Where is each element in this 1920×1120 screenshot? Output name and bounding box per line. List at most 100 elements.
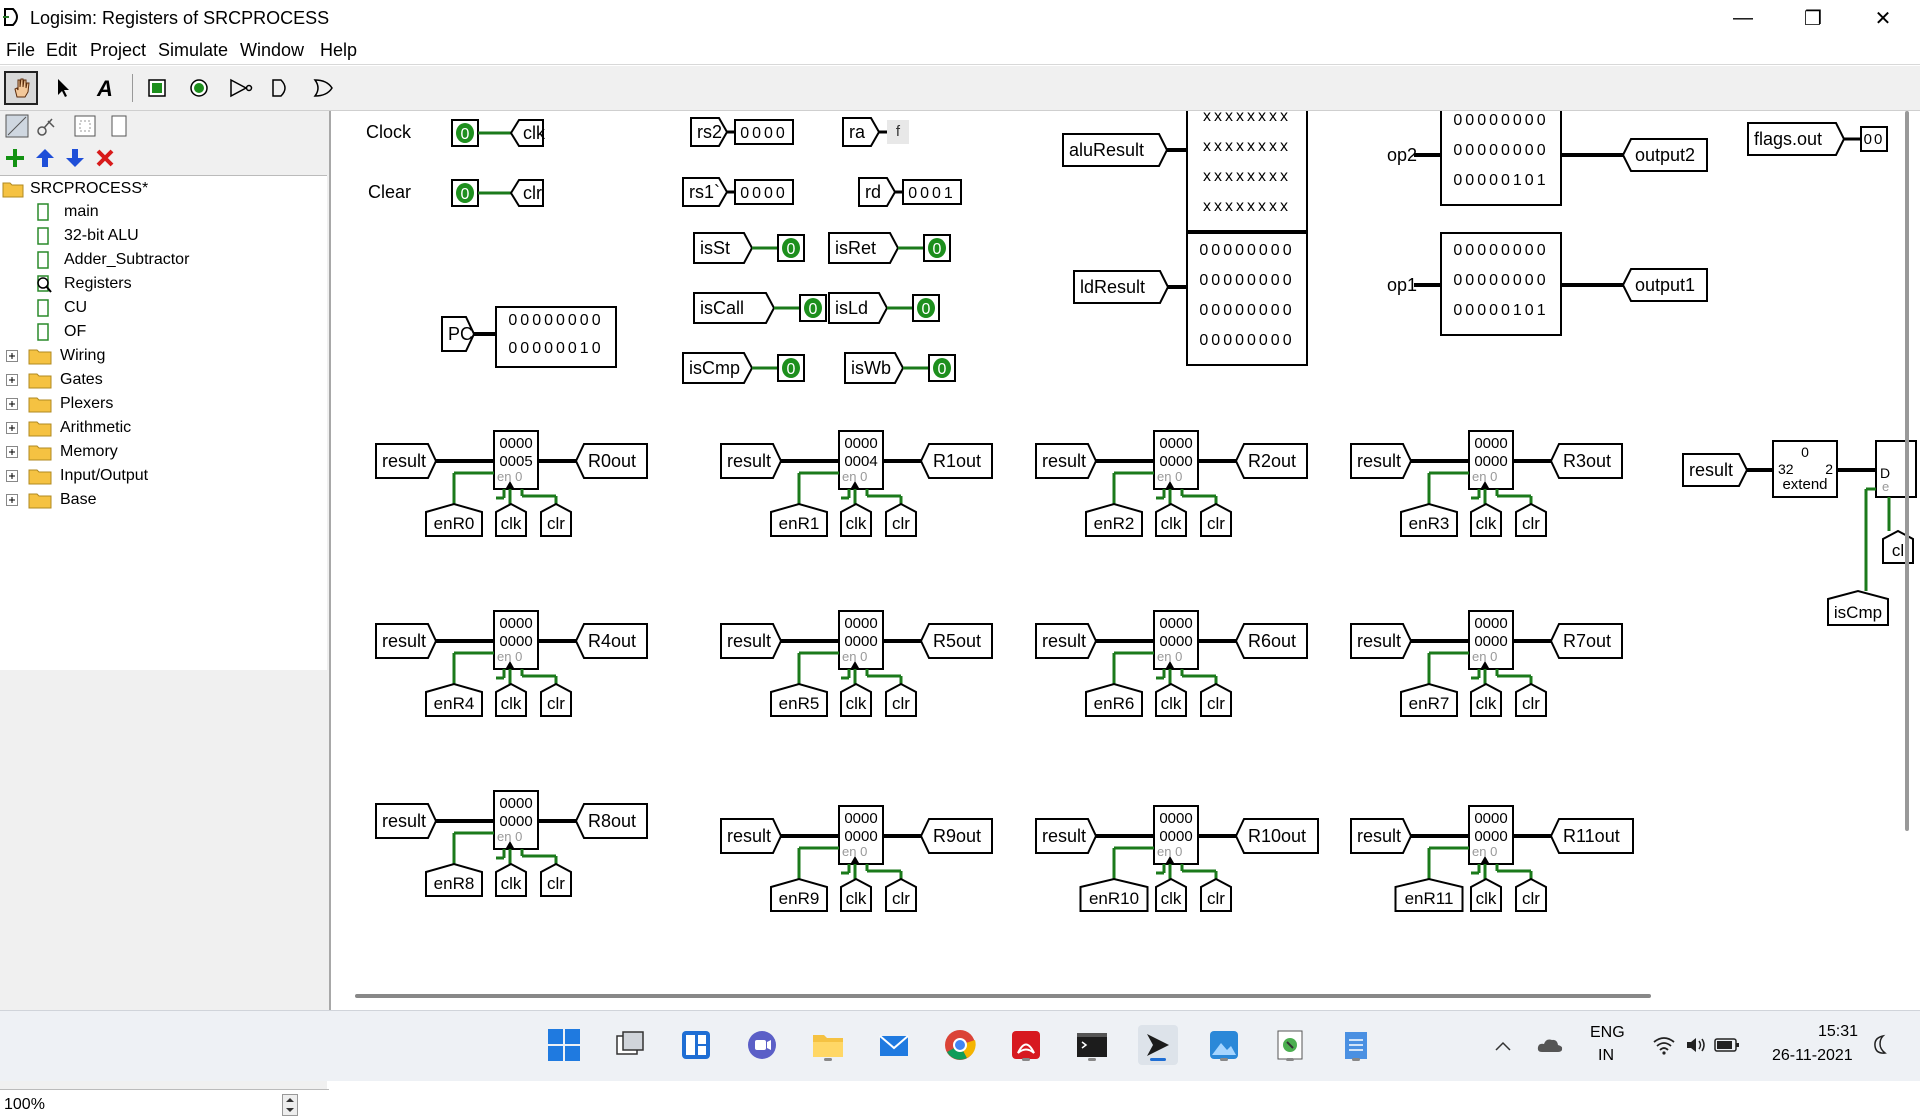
ld-result-tunnel[interactable]	[1073, 270, 1170, 304]
register-9-clk-tunnel[interactable]	[840, 877, 872, 912]
output-pin-tool-button[interactable]	[182, 71, 216, 105]
input-pin-tool-button[interactable]	[140, 71, 174, 105]
register-10-en-tunnel[interactable]	[1079, 877, 1149, 912]
expand-plus-icon[interactable]	[6, 374, 18, 386]
notification-moon-icon[interactable]	[1868, 1033, 1892, 1057]
led-tunnel-iscall[interactable]	[693, 292, 776, 324]
expand-plus-icon[interactable]	[6, 446, 18, 458]
register-8-box[interactable]	[493, 790, 539, 850]
menu-window[interactable]: Window	[240, 40, 305, 60]
maximize-button[interactable]: ❐	[1804, 7, 1822, 30]
register-9-out-tunnel[interactable]	[919, 818, 993, 854]
poke-tool-button[interactable]	[4, 71, 38, 105]
register-9-in-tunnel[interactable]	[720, 818, 783, 854]
show-simulation-tree-icon[interactable]	[34, 113, 60, 139]
register-2-clk-tunnel[interactable]	[1155, 502, 1187, 537]
register-6-in-tunnel[interactable]	[1035, 623, 1098, 659]
register-4-out-tunnel[interactable]	[574, 623, 648, 659]
probe-tunnel-1[interactable]	[682, 177, 729, 207]
widgets-button[interactable]	[676, 1025, 716, 1065]
register-8-clr-tunnel[interactable]	[540, 862, 572, 897]
clock-date[interactable]: 26-11-2021	[1772, 1047, 1853, 1064]
register-0-in-tunnel[interactable]	[375, 443, 438, 479]
text-tool-button[interactable]: A	[88, 71, 122, 105]
not-gate-tool-button[interactable]	[224, 71, 258, 105]
register-7-box[interactable]	[1468, 610, 1514, 670]
expand-plus-icon[interactable]	[6, 350, 18, 362]
iscmp-tunnel[interactable]	[1827, 589, 1889, 626]
flags-tunnel[interactable]	[1747, 122, 1846, 156]
menu-project[interactable]: Project	[90, 40, 147, 60]
register-9-clr-tunnel[interactable]	[885, 877, 917, 912]
clock-time[interactable]: 15:31	[1818, 1023, 1859, 1040]
register-7-clk-tunnel[interactable]	[1470, 682, 1502, 717]
register-1-en-tunnel[interactable]	[770, 502, 828, 537]
op2-output-tunnel[interactable]	[1621, 138, 1708, 172]
register-0-en-tunnel[interactable]	[425, 502, 483, 537]
terminal-button[interactable]	[1072, 1025, 1112, 1065]
register-8-clk-tunnel[interactable]	[495, 862, 527, 897]
register-5-box[interactable]	[838, 610, 884, 670]
horizontal-scroll-thumb[interactable]	[355, 994, 1651, 998]
register-3-clr-tunnel[interactable]	[1515, 502, 1547, 537]
chrome-button[interactable]	[940, 1025, 980, 1065]
tree-root-project[interactable]: SRCPROCESS*	[30, 180, 149, 197]
expand-plus-icon[interactable]	[6, 398, 18, 410]
led-tunnel-iswb[interactable]	[844, 352, 905, 384]
expand-plus-icon[interactable]	[6, 494, 18, 506]
register-9-box[interactable]	[838, 805, 884, 865]
register-11-clr-tunnel[interactable]	[1515, 877, 1547, 912]
move-up-icon[interactable]	[34, 147, 56, 169]
menu-edit[interactable]: Edit	[46, 40, 78, 60]
register-1-in-tunnel[interactable]	[720, 443, 783, 479]
register-10-out-tunnel[interactable]	[1234, 818, 1319, 854]
led-tunnel-isld[interactable]	[828, 292, 889, 324]
start-button[interactable]	[544, 1025, 584, 1065]
probe-tunnel-3[interactable]	[858, 177, 897, 207]
menu-help[interactable]: Help	[320, 40, 358, 60]
register-4-clk-tunnel[interactable]	[495, 682, 527, 717]
notepad-button[interactable]	[1336, 1025, 1376, 1065]
register-0-clk-tunnel[interactable]	[495, 502, 527, 537]
register-1-out-tunnel[interactable]	[919, 443, 993, 479]
register-8-en-tunnel[interactable]	[425, 862, 483, 897]
show-toolbox-icon[interactable]	[4, 113, 30, 139]
volume-icon[interactable]	[1684, 1035, 1708, 1055]
edit-appearance-icon[interactable]	[108, 113, 130, 139]
register-6-clk-tunnel[interactable]	[1155, 682, 1187, 717]
tunnel-clk[interactable]	[509, 119, 544, 147]
zoom-spinner-icon[interactable]	[282, 1094, 298, 1116]
onedrive-cloud-icon[interactable]	[1536, 1035, 1564, 1055]
register-4-en-tunnel[interactable]	[425, 682, 483, 717]
register-7-out-tunnel[interactable]	[1549, 623, 1623, 659]
expand-plus-icon[interactable]	[6, 422, 18, 434]
register-5-en-tunnel[interactable]	[770, 682, 828, 717]
register-8-out-tunnel[interactable]	[574, 803, 648, 839]
register-1-clr-tunnel[interactable]	[885, 502, 917, 537]
register-11-in-tunnel[interactable]	[1350, 818, 1413, 854]
editor-app-button[interactable]	[1270, 1025, 1310, 1065]
led-tunnel-iscmp[interactable]	[682, 352, 754, 384]
region-indicator[interactable]: IN	[1598, 1047, 1614, 1064]
chevron-up-icon[interactable]	[1494, 1039, 1512, 1053]
register-3-in-tunnel[interactable]	[1350, 443, 1413, 479]
register-2-in-tunnel[interactable]	[1035, 443, 1098, 479]
register-5-clk-tunnel[interactable]	[840, 682, 872, 717]
expand-plus-icon[interactable]	[6, 470, 18, 482]
edit-layout-icon[interactable]	[72, 113, 98, 139]
delete-circuit-icon[interactable]	[94, 147, 116, 169]
language-indicator[interactable]: ENG	[1590, 1024, 1625, 1041]
register-10-clr-tunnel[interactable]	[1200, 877, 1232, 912]
or-gate-tool-button[interactable]	[306, 71, 340, 105]
acrobat-button[interactable]	[1006, 1025, 1046, 1065]
register-3-box[interactable]	[1468, 430, 1514, 490]
close-button[interactable]: ✕	[1874, 7, 1892, 30]
menu-file[interactable]: File	[6, 40, 36, 60]
led-tunnel-isret[interactable]	[828, 232, 900, 264]
register-7-en-tunnel[interactable]	[1400, 682, 1458, 717]
register-1-box[interactable]	[838, 430, 884, 490]
register-10-in-tunnel[interactable]	[1035, 818, 1098, 854]
register-5-clr-tunnel[interactable]	[885, 682, 917, 717]
